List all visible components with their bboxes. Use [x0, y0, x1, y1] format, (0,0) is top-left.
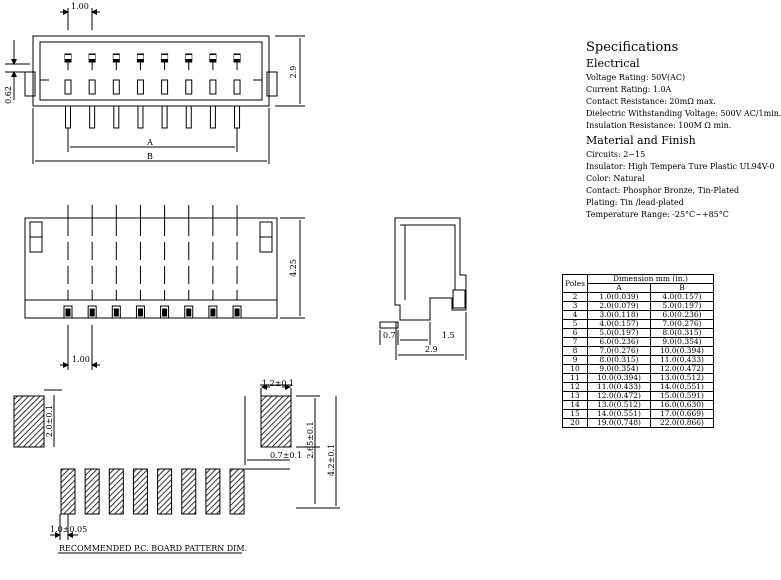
pin-foot-core [186, 308, 192, 317]
pin-slot [161, 79, 169, 95]
specifications-panel: Specifications Electrical Voltage Rating… [586, 40, 781, 221]
material-line: Contact: Phosphor Bronze, Tin-Plated [586, 186, 740, 195]
signal-pad [181, 468, 197, 515]
pin-tail [209, 105, 216, 129]
pin-slot [112, 79, 120, 95]
pin-tail [65, 105, 71, 129]
side-pad-right [260, 395, 292, 448]
pin-slot [88, 79, 96, 95]
pin-slot [233, 79, 241, 95]
dim-offset-left: 0.62 [4, 86, 13, 104]
contact-gap [137, 55, 144, 59]
material-line: Color: Natural [586, 174, 645, 183]
pin-slot [185, 79, 193, 95]
dim-b: B [147, 152, 153, 161]
pin-tail [113, 105, 120, 129]
poles-cell: 20 [562, 418, 588, 428]
dim-height-front: 4.25 [289, 259, 298, 277]
contact-gap [161, 55, 168, 59]
dim-side-15: 1.5 [442, 331, 455, 340]
pin-tail [89, 105, 96, 129]
contact-gap [89, 55, 96, 59]
dim-pad-265: 2.65±0.1 [306, 421, 315, 458]
electrical-line: Voltage Rating: 50V(AC) [586, 73, 686, 82]
signal-pad [84, 468, 100, 515]
pin-foot-core [137, 308, 143, 317]
dim-pitch-top: 1.00 [71, 2, 89, 11]
dim-pad-20: 2.0±0.1 [45, 405, 54, 437]
side-pad-left [13, 395, 45, 448]
signal-pad [205, 468, 221, 515]
dim-pitch-front: 1.00 [72, 355, 90, 364]
pin-foot-core [89, 308, 95, 317]
dim-pad-12: 1.2±0.1 [262, 379, 294, 388]
dim-side-07: 0.7 [383, 331, 396, 340]
front-view [24, 205, 305, 370]
pcb-pattern [44, 384, 340, 554]
top-view [5, 8, 305, 164]
dim-pad-10: 1.0±0.05 [50, 525, 87, 534]
signal-pad [60, 468, 76, 515]
electrical-line: Contact Resistance: 20mΩ max. [586, 97, 716, 106]
material-line: Circuits: 2~15 [586, 150, 646, 159]
pin-foot-core [210, 308, 216, 317]
electrical-line: Dielectric Withstanding Voltage: 500V AC… [586, 109, 781, 118]
spec-title: Specifications [586, 40, 679, 55]
poles-header: Poles [562, 274, 588, 293]
contact-gap [113, 55, 120, 59]
dim-height-top: 2.9 [289, 66, 298, 79]
contact-gap [234, 55, 241, 59]
pin-tail [234, 105, 241, 129]
pin-slot [209, 79, 217, 95]
dim-a-cell: 19.0(0.748) [586, 418, 651, 428]
material-line: Temperature Range: -25°C~+85°C [586, 210, 729, 219]
contact-gap [185, 55, 192, 59]
contact-gap [65, 55, 71, 59]
pin-tail [185, 105, 192, 129]
material-line: Insulator: High Tempera Ture Plastic UL9… [586, 162, 775, 171]
dim-side-29: 2.9 [425, 345, 438, 354]
electrical-line: Current Rating: 1.0A [586, 85, 672, 94]
pin-foot-core [113, 308, 119, 317]
material-heading: Material and Finish [586, 134, 696, 147]
signal-pad [157, 468, 173, 515]
pin-tail [161, 105, 168, 129]
dim-a: A [146, 138, 153, 147]
electrical-heading: Electrical [586, 57, 640, 70]
dim-pad-07: 0.7±0.1 [270, 451, 302, 460]
material-line: Plating: Tin /lead-plated [586, 198, 684, 207]
pin-foot-core [65, 308, 71, 317]
dim-pad-42: 4.2±0.1 [327, 444, 336, 476]
electrical-line: Insulation Resistance: 100M Ω min. [586, 121, 732, 130]
pin-slot [136, 79, 144, 95]
contact-gap [209, 55, 216, 59]
pin-foot-core [234, 308, 240, 317]
pin-slot [64, 79, 72, 95]
pcb-caption: RECOMMENDED P.C. BOARD PATTERN DIM. [59, 544, 247, 553]
signal-pad [108, 468, 124, 515]
pin-tail [137, 105, 144, 129]
pin-foot-core [162, 308, 168, 317]
signal-pad [229, 468, 245, 515]
dimension-group-header: Dimension mm (in.) [586, 274, 714, 284]
pcb-pads [13, 395, 292, 515]
side-view [379, 217, 467, 360]
signal-pad [132, 468, 148, 515]
dim-b-cell: 22.0(0.866) [649, 418, 714, 428]
